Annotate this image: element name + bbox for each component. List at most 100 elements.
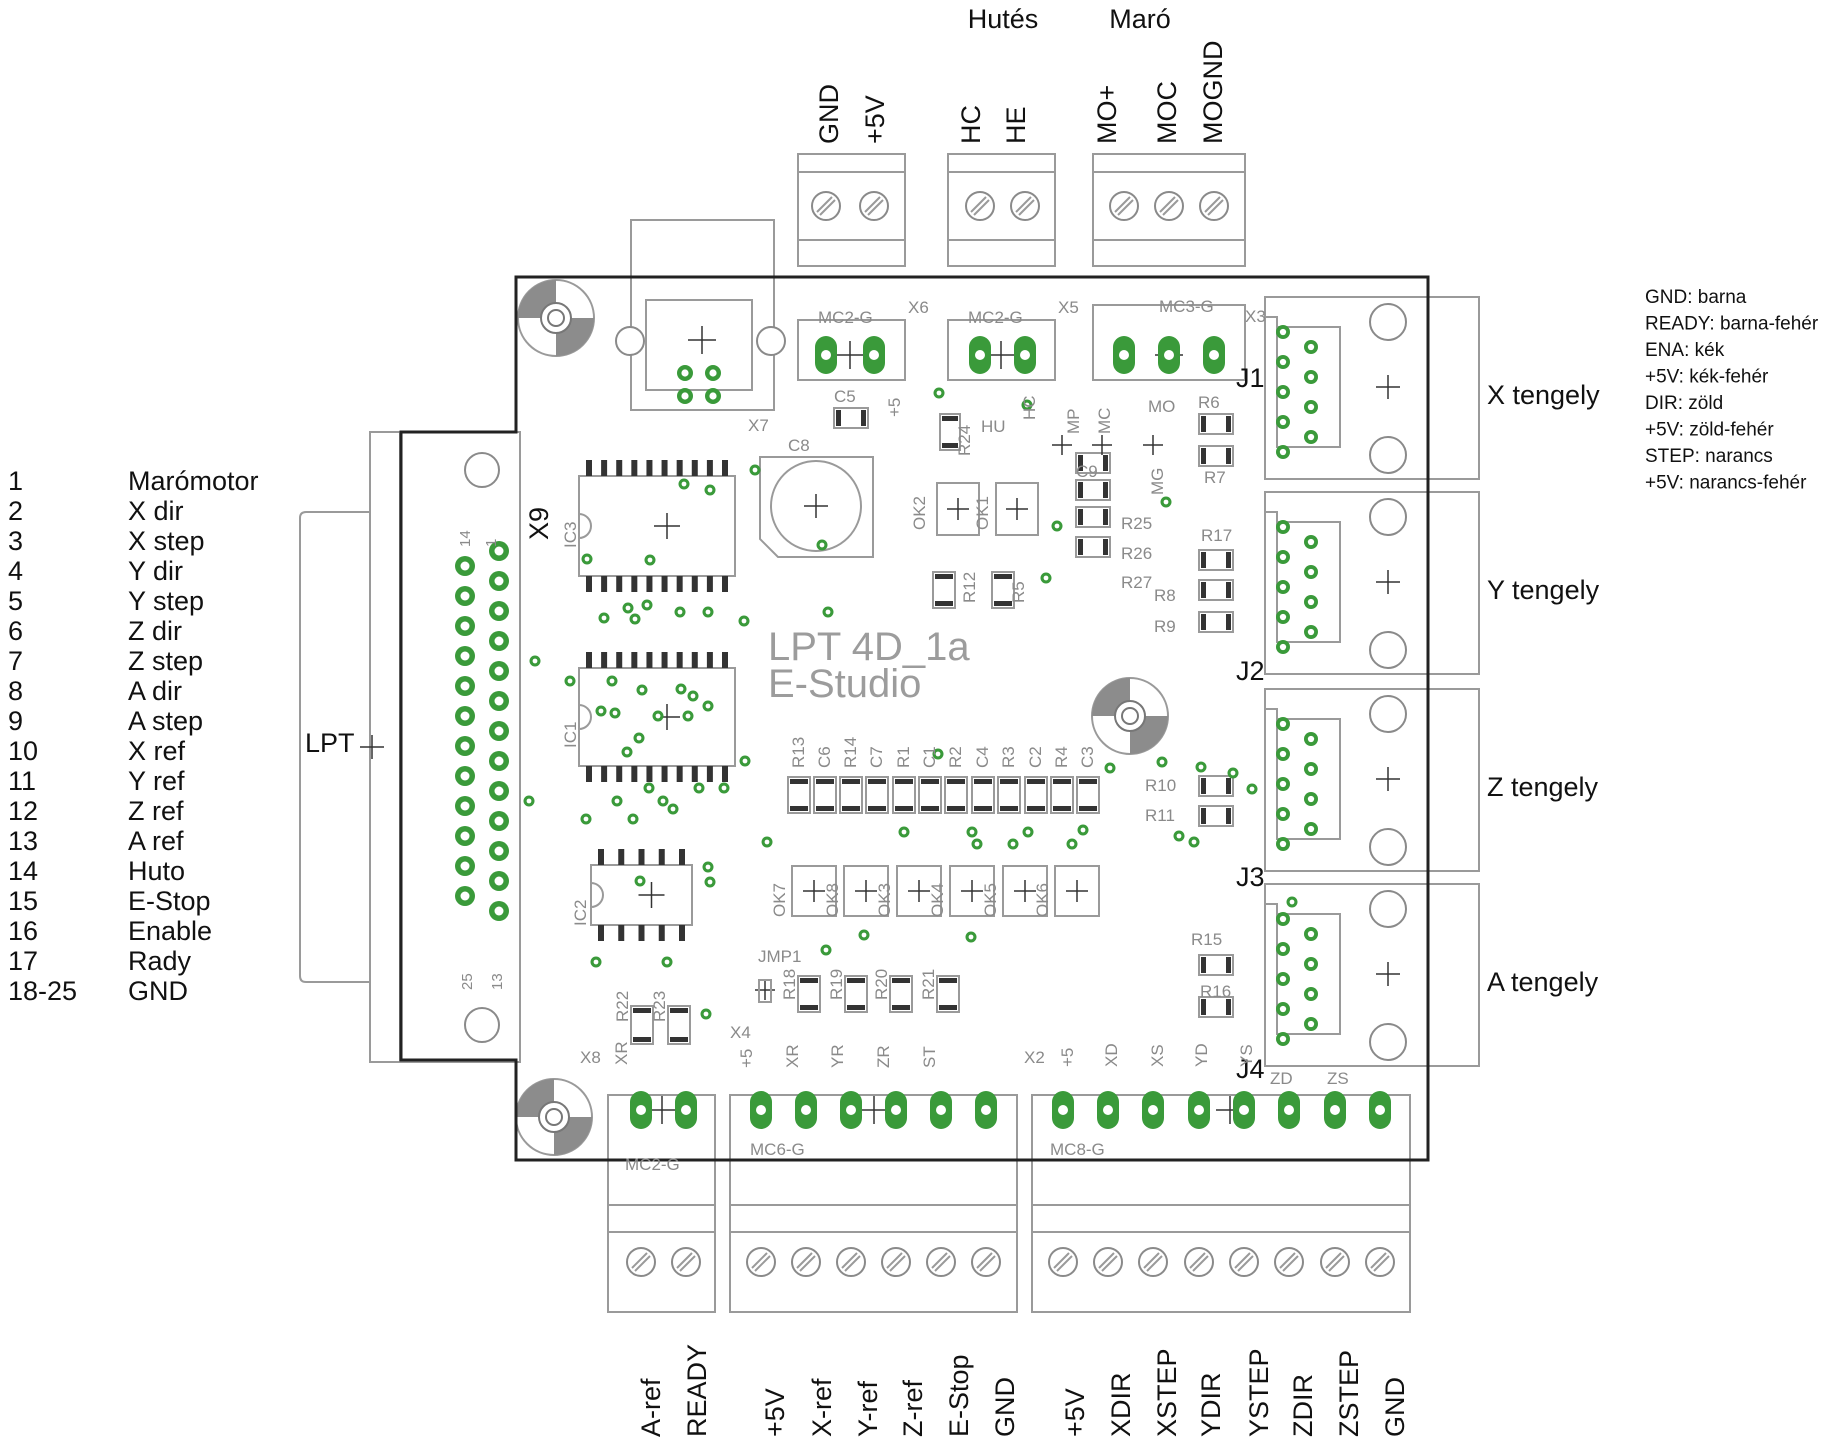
resistor-row-smd: [1050, 776, 1074, 814]
drill-hole: [705, 703, 711, 709]
drill-hole: [1279, 613, 1287, 621]
smd-pad: [790, 806, 808, 811]
ic-pin: [616, 576, 623, 592]
drill-hole: [825, 609, 831, 615]
resistor-row-label: C1: [920, 746, 939, 768]
pinout-number: 12: [8, 796, 38, 826]
bottom-terminal-label: E-Stop: [944, 1354, 974, 1437]
resistor-label: R9: [1154, 617, 1176, 636]
pinout-name: A step: [128, 706, 203, 736]
axis-connector-latch: [1265, 903, 1278, 914]
wire-legend-line: DIR: zöld: [1645, 393, 1723, 414]
ic-pin: [706, 652, 713, 668]
ic-pin: [646, 576, 653, 592]
resistor-smd: [797, 975, 821, 1013]
x2-pin-label: YS: [1237, 1044, 1256, 1067]
smd-pad: [921, 779, 939, 784]
smd-pad: [633, 1008, 651, 1013]
pinout-number: 18-25: [8, 976, 77, 1006]
smd-pad: [1226, 808, 1231, 824]
resistor-smd: [936, 975, 960, 1013]
drill-hole: [752, 467, 758, 473]
drill-hole: [677, 609, 683, 615]
terminal-screw-bottom: [1320, 1247, 1350, 1277]
drill-hole: [625, 605, 631, 611]
drill-hole: [532, 658, 538, 664]
drill-hole: [609, 678, 615, 684]
lpt-label: LPT: [305, 728, 355, 758]
bottom-terminal-label: A-ref: [636, 1378, 666, 1437]
bottom-terminal-label: READY: [682, 1344, 712, 1437]
drill-hole: [1279, 720, 1287, 728]
terminal-screw-bottom: [746, 1247, 776, 1277]
screw-slot: [1143, 1252, 1160, 1269]
drill-hole: [1279, 945, 1287, 953]
ic-pin: [722, 576, 728, 592]
drill-hole: [703, 1011, 709, 1017]
x2-pin-label: YD: [1192, 1043, 1211, 1067]
smd-pad: [942, 416, 958, 421]
pinout-name: Huto: [128, 856, 185, 886]
drill-hole: [1279, 583, 1287, 591]
resistor-smd: [1198, 996, 1234, 1018]
terminal-block-bottom: [607, 1159, 716, 1313]
c8-outline: [759, 456, 874, 558]
resistor-row-smd: [813, 776, 837, 814]
smd-pad: [1201, 614, 1206, 630]
resistor-label: R21: [919, 969, 938, 1000]
pinout-number: 5: [8, 586, 23, 616]
bottom-terminal-label: YDIR: [1196, 1372, 1226, 1437]
screw-slot: [676, 1252, 693, 1269]
x7-label: X7: [748, 416, 769, 435]
drill-hole: [1307, 795, 1315, 803]
resistor-label: R19: [827, 969, 846, 1000]
drill-hole: [494, 576, 504, 586]
drill-hole: [494, 786, 504, 796]
smd-pad: [1201, 416, 1206, 432]
pinout-name: X step: [128, 526, 205, 556]
drill-hole: [1330, 1105, 1340, 1115]
smd-pad: [1226, 999, 1231, 1015]
drill-hole: [891, 1105, 901, 1115]
smd-pad: [1079, 779, 1097, 784]
wire-legend-line: ENA: kék: [1645, 340, 1725, 361]
screw-slot: [931, 1252, 948, 1269]
smd-pad: [670, 1037, 688, 1042]
drill-hole: [681, 1105, 691, 1115]
ic-pin: [601, 652, 608, 668]
drill-hole: [624, 749, 630, 755]
ic-pin: [706, 460, 713, 476]
axis-connector-hole: [1369, 498, 1407, 536]
terminal-screw-bottom: [881, 1247, 911, 1277]
drill-hole: [1148, 1105, 1158, 1115]
mounting-drill: [1121, 707, 1139, 725]
drill-hole: [646, 785, 652, 791]
terminal-screw-bottom: [671, 1247, 701, 1277]
drill-hole: [1107, 765, 1113, 771]
screw-slot: [1279, 1252, 1296, 1269]
top-terminal-label: +5V: [860, 95, 890, 144]
terminal-screw-bottom: [926, 1247, 956, 1277]
pin-label: MO: [1148, 397, 1175, 416]
drill-hole: [936, 1105, 946, 1115]
bottom-terminal-label: ZDIR: [1288, 1374, 1318, 1437]
ic-pin: [722, 460, 728, 476]
smd-pad: [1079, 806, 1097, 811]
drill-hole: [1307, 628, 1315, 636]
drill-hole: [678, 686, 684, 692]
drill-hole: [494, 756, 504, 766]
drill-hole: [801, 1105, 811, 1115]
drill-hole: [1279, 643, 1287, 651]
top-terminal-label: MO+: [1092, 85, 1122, 144]
drill-hole: [1307, 598, 1315, 606]
axis-connector-hole: [1369, 631, 1407, 669]
pinout-number: 14: [8, 856, 38, 886]
pinout-name: Z ref: [128, 796, 184, 826]
drill-hole: [598, 708, 604, 714]
smd-pad: [847, 978, 865, 983]
screw-slot: [1117, 199, 1134, 216]
axis-j-label: J1: [1236, 363, 1265, 393]
lpt-pin-label: 14: [457, 530, 474, 547]
screw-slot: [1370, 1252, 1387, 1269]
resistor-row-smd: [1076, 776, 1100, 814]
